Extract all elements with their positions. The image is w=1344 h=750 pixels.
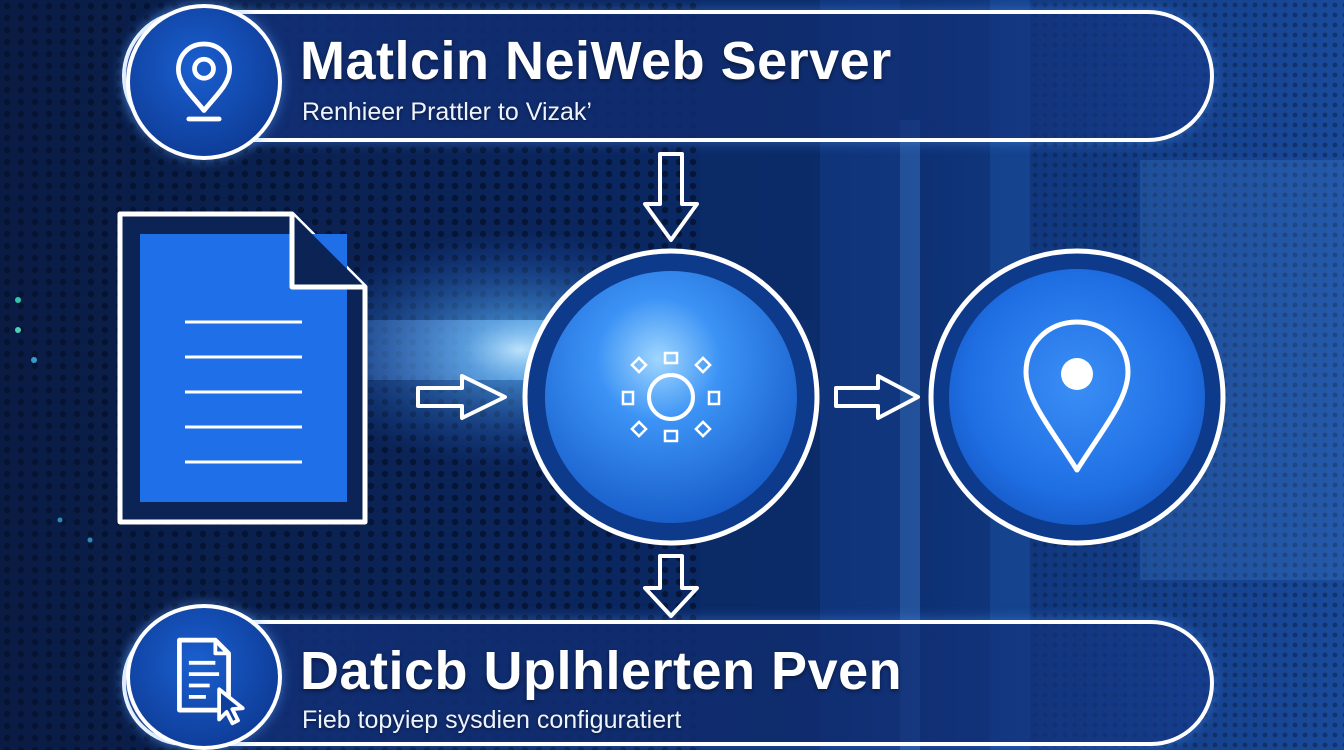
arrow-right (834, 374, 920, 420)
footer-badge (126, 604, 282, 750)
location-pin-icon (928, 248, 1226, 546)
arrow-down (643, 152, 699, 242)
gear-icon (522, 248, 820, 546)
footer-title: Daticb Uplhlerten Pven (300, 641, 903, 701)
header-subtitle: Renhieer Prattler to Vizak’ (302, 98, 592, 126)
arrow-right (416, 374, 507, 420)
header-title: Matlcin NeiWeb Server (300, 31, 892, 91)
footer-subtitle: Fieb topyiep sysdien configuratiert (302, 706, 682, 734)
location-pin-icon (176, 41, 232, 122)
arrow-down (643, 554, 699, 618)
header-banner (122, 10, 1214, 142)
document-cursor-icon (177, 637, 245, 726)
header-badge (126, 4, 282, 160)
document-icon (117, 211, 368, 525)
footer-banner (122, 620, 1214, 746)
